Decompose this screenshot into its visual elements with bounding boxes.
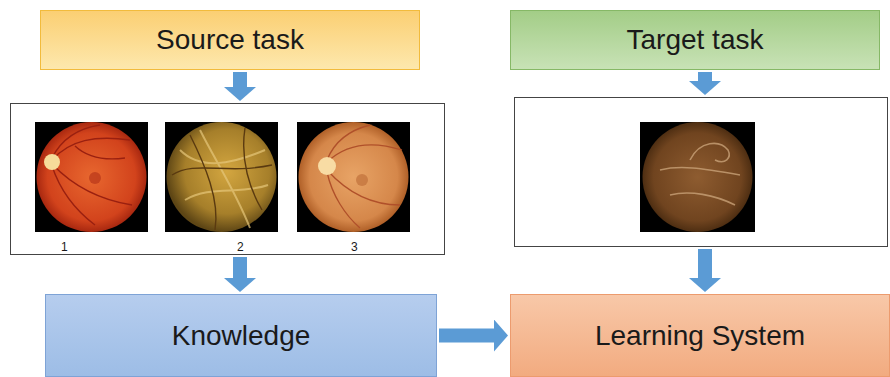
box-label: Knowledge bbox=[172, 320, 311, 352]
image-panel: 1 2 3 bbox=[10, 103, 445, 255]
image-number: 1 bbox=[61, 240, 68, 254]
block-arrow bbox=[698, 72, 712, 81]
block-arrow bbox=[233, 72, 247, 87]
image-number: 2 bbox=[237, 240, 244, 254]
fundus-image-3 bbox=[297, 122, 410, 232]
task-box: Source task bbox=[40, 10, 420, 70]
box-label: Source task bbox=[156, 24, 304, 56]
image-panel bbox=[514, 97, 888, 247]
task-box: Target task bbox=[510, 10, 880, 70]
fundus-image-1 bbox=[35, 122, 148, 232]
fundus-image-target bbox=[640, 122, 755, 232]
learning-box: Learning System bbox=[510, 294, 890, 377]
knowledge-box: Knowledge bbox=[45, 294, 437, 377]
box-label: Target task bbox=[627, 24, 764, 56]
fundus-image-2 bbox=[165, 122, 278, 232]
block-arrow bbox=[233, 257, 247, 278]
image-number: 3 bbox=[351, 240, 358, 254]
block-arrow bbox=[698, 249, 712, 278]
block-arrow bbox=[439, 329, 494, 343]
box-label: Learning System bbox=[595, 320, 805, 352]
